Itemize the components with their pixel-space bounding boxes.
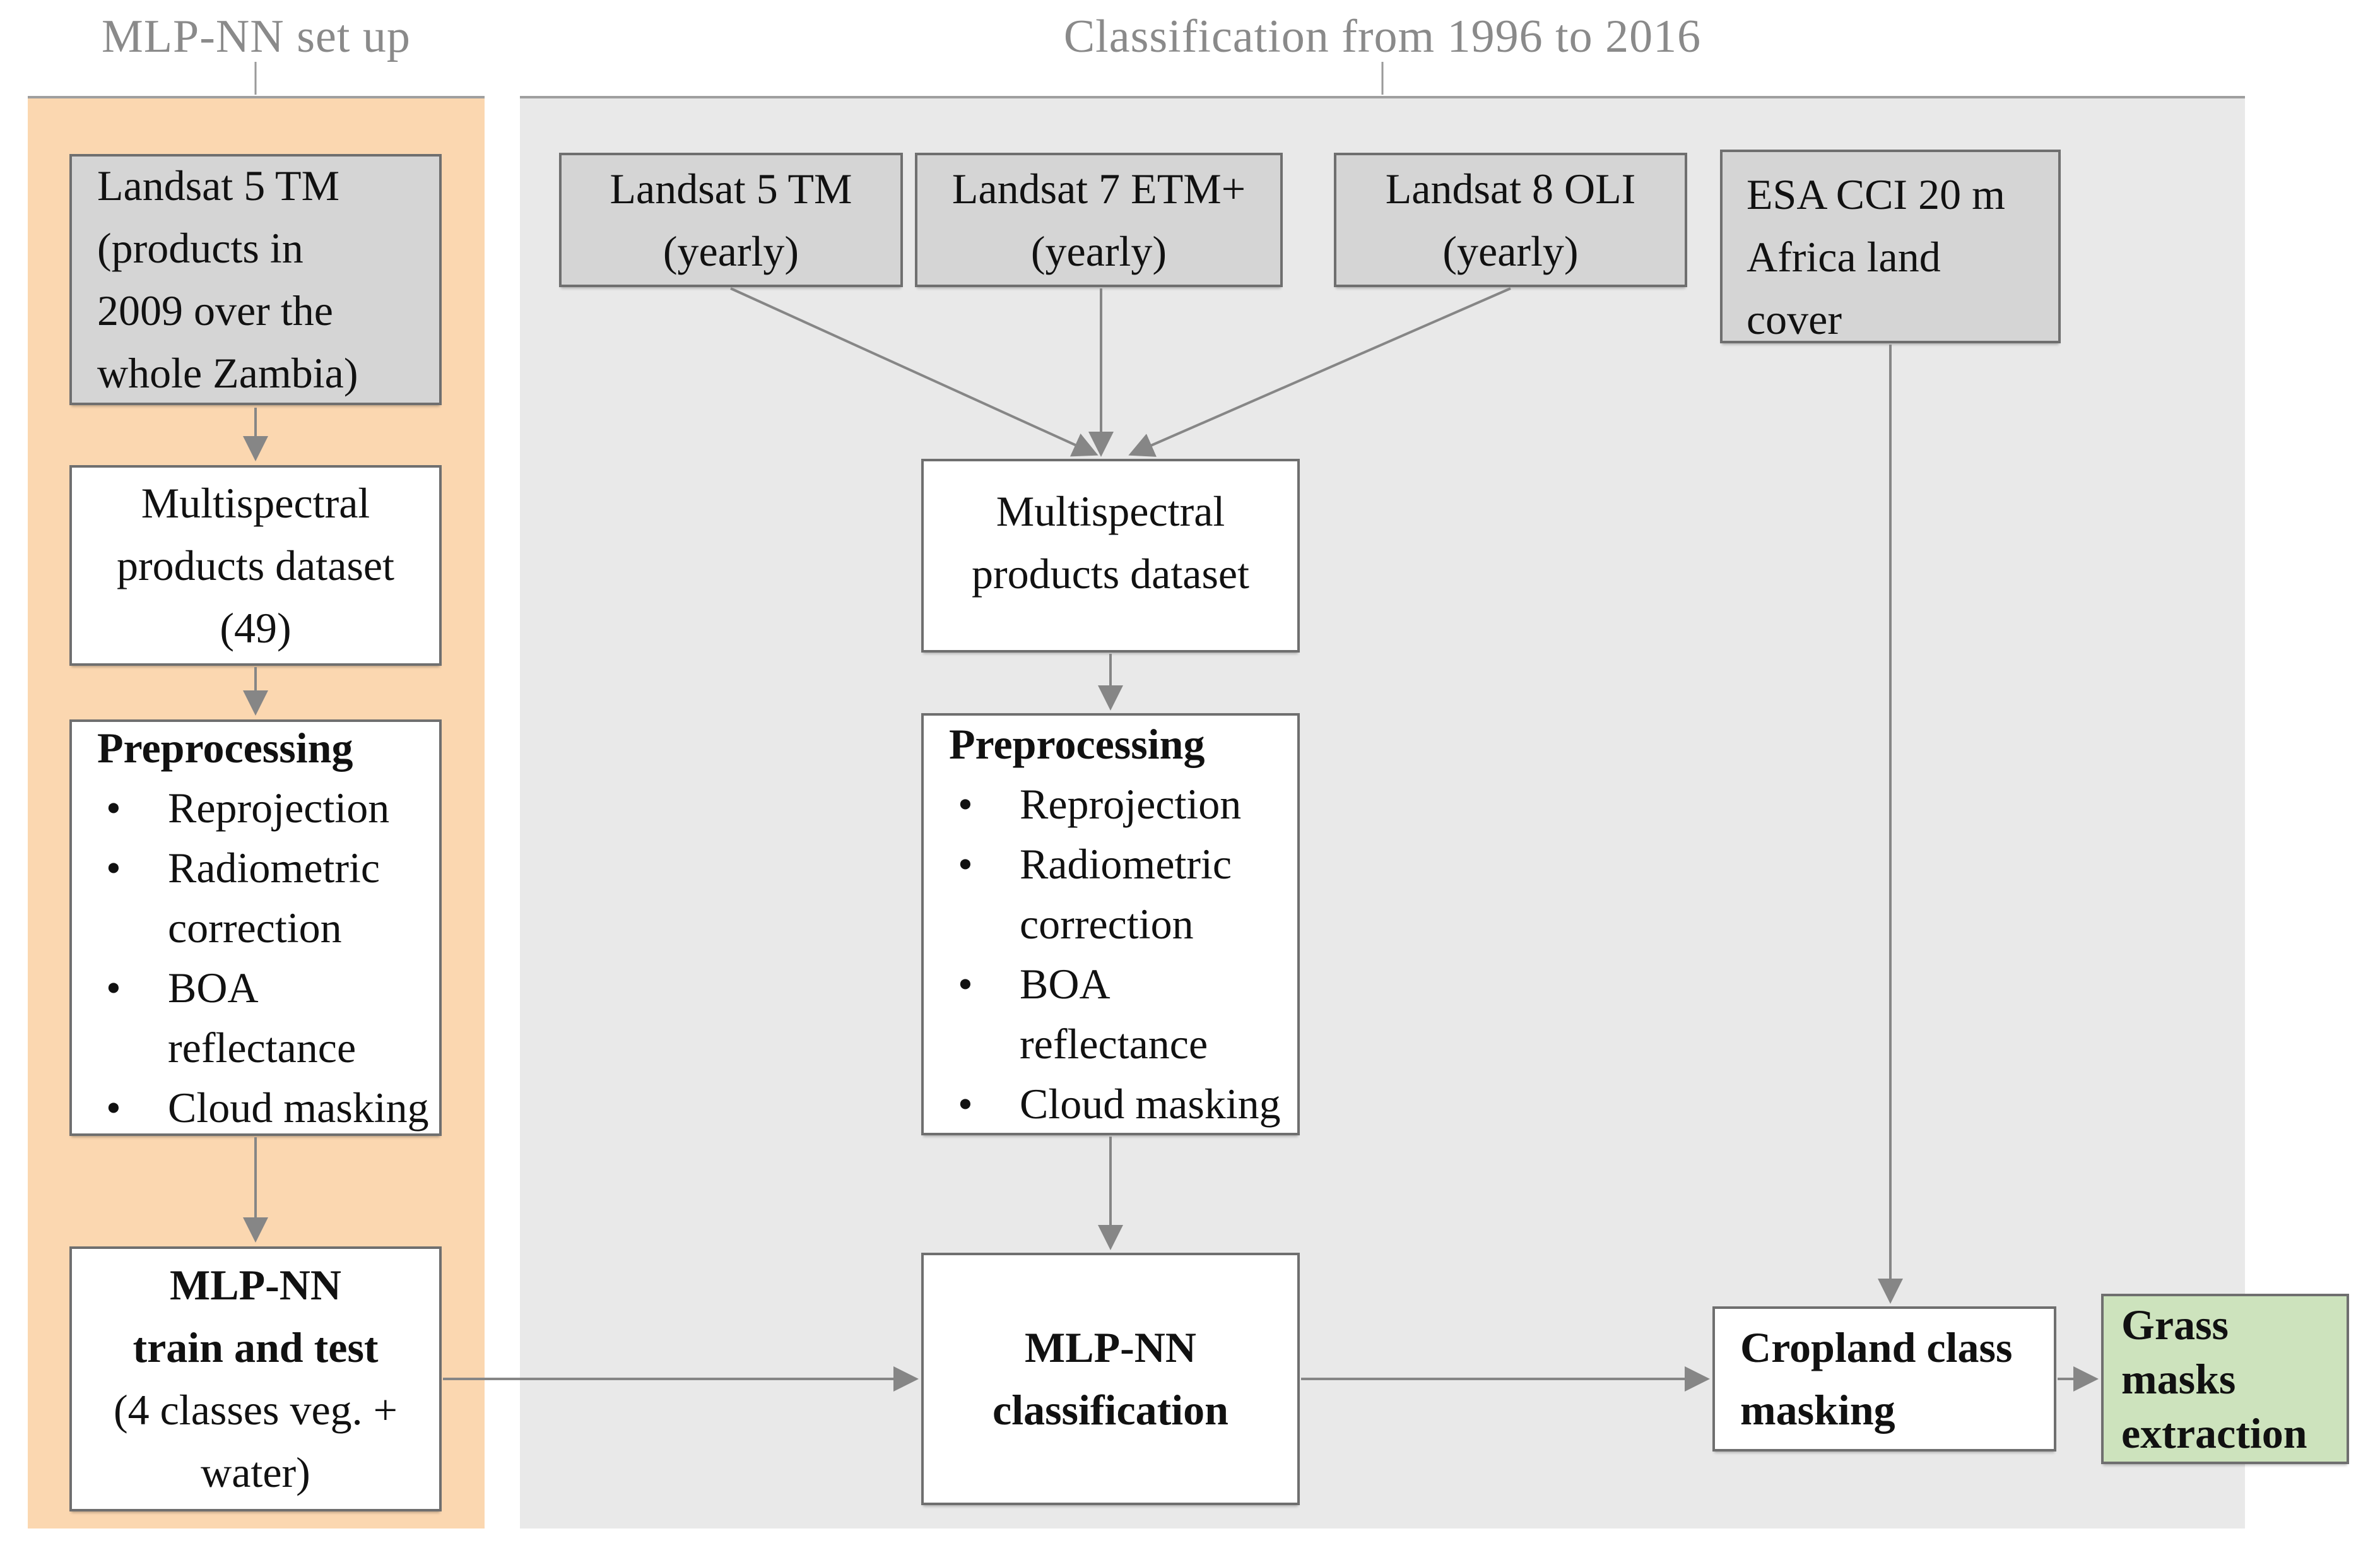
bullet-text: Reprojection bbox=[168, 783, 390, 832]
text-line: Multispectral bbox=[996, 487, 1225, 535]
text-line: masking bbox=[1740, 1386, 1895, 1434]
bullet-item: Reprojection bbox=[949, 774, 1290, 834]
text-line: whole Zambia) bbox=[97, 349, 358, 397]
preprocessing-header: Preprocessing bbox=[97, 723, 353, 772]
text-line: (yearly) bbox=[1442, 227, 1579, 275]
bullet-item: BOA reflectance bbox=[949, 954, 1290, 1074]
bullet-text: Cloud masking bbox=[168, 1083, 429, 1132]
text-line: products dataset bbox=[972, 550, 1249, 598]
text-line: masks bbox=[2121, 1355, 2236, 1403]
bullet-item: Reprojection bbox=[97, 778, 432, 838]
text-line: Landsat 5 TM bbox=[610, 164, 852, 213]
bullet-text: Cloud masking bbox=[1020, 1080, 1281, 1128]
box-landsat5-yearly: Landsat 5 TM (yearly) bbox=[559, 153, 903, 287]
box-esa-cci-land-cover: ESA CCI 20 m Africa land cover bbox=[1720, 150, 2061, 343]
text-line: Landsat 7 ETM+ bbox=[951, 164, 1246, 213]
text-line: cover bbox=[1747, 295, 1842, 343]
box-landsat5-products: Landsat 5 TM (products in 2009 over the … bbox=[69, 154, 442, 405]
text-line: MLP-NN bbox=[1025, 1323, 1196, 1371]
text-line: Landsat 8 OLI bbox=[1385, 164, 1636, 213]
preprocessing-header: Preprocessing bbox=[949, 720, 1205, 768]
text-line: extraction bbox=[2121, 1409, 2307, 1457]
box-mlp-classification: MLP-NN classification bbox=[921, 1253, 1300, 1505]
box-mlp-train-test: MLP-NN train and test (4 classes veg. + … bbox=[69, 1246, 442, 1511]
bullet-text: Reprojection bbox=[1020, 780, 1242, 828]
box-grass-masks-extraction: Grass masks extraction bbox=[2101, 1294, 2349, 1464]
box-cropland-class-masking: Cropland class masking bbox=[1712, 1306, 2056, 1452]
text-line: train and test bbox=[133, 1323, 379, 1371]
bullet-item: Cloud masking bbox=[97, 1078, 432, 1138]
text-line: Africa land bbox=[1747, 233, 1941, 281]
text-line: (products in bbox=[97, 224, 303, 272]
box-preprocessing-setup: Preprocessing Reprojection Radiometric c… bbox=[69, 719, 442, 1138]
preprocessing-bullet-list: Reprojection Radiometric correction BOA … bbox=[97, 778, 432, 1138]
box-preprocessing-classification: Preprocessing Reprojection Radiometric c… bbox=[921, 713, 1300, 1135]
box-multispectral-dataset: Multispectral products dataset bbox=[921, 459, 1300, 653]
text-line: classification bbox=[993, 1386, 1228, 1434]
bullet-item: Radiometric correction bbox=[97, 838, 432, 958]
bullet-item: Cloud masking bbox=[949, 1074, 1290, 1134]
box-landsat7-yearly: Landsat 7 ETM+ (yearly) bbox=[915, 153, 1283, 287]
text-line: water) bbox=[201, 1448, 310, 1496]
bullet-text: Radiometric correction bbox=[1020, 840, 1232, 948]
section-title-classification: Classification from 1996 to 2016 bbox=[1063, 11, 1702, 62]
bullet-item: Radiometric correction bbox=[949, 834, 1290, 954]
bullet-text: BOA reflectance bbox=[168, 963, 356, 1072]
text-line: MLP-NN bbox=[170, 1261, 341, 1309]
box-landsat8-yearly: Landsat 8 OLI (yearly) bbox=[1334, 153, 1687, 287]
section-title-mlp-setup: MLP-NN set up bbox=[102, 11, 411, 62]
text-line: products dataset bbox=[117, 541, 394, 589]
text-line: Landsat 5 TM bbox=[97, 162, 340, 210]
text-line: Cropland class bbox=[1740, 1323, 2013, 1371]
bullet-text: Radiometric correction bbox=[168, 843, 380, 952]
preprocessing-bullet-list: Reprojection Radiometric correction BOA … bbox=[949, 774, 1290, 1134]
text-line: ESA CCI 20 m bbox=[1747, 170, 2005, 218]
bullet-text: BOA reflectance bbox=[1020, 960, 1208, 1068]
text-line: 2009 over the bbox=[97, 287, 333, 334]
text-line: (yearly) bbox=[663, 227, 799, 275]
bullet-item: BOA reflectance bbox=[97, 958, 432, 1078]
box-multispectral-dataset-49: Multispectral products dataset (49) bbox=[69, 465, 442, 666]
text-line: (49) bbox=[220, 603, 292, 652]
text-line: (4 classes veg. + bbox=[113, 1386, 398, 1434]
text-line: Grass bbox=[2121, 1301, 2229, 1349]
text-line: (yearly) bbox=[1030, 227, 1167, 275]
text-line: Multispectral bbox=[141, 478, 370, 527]
